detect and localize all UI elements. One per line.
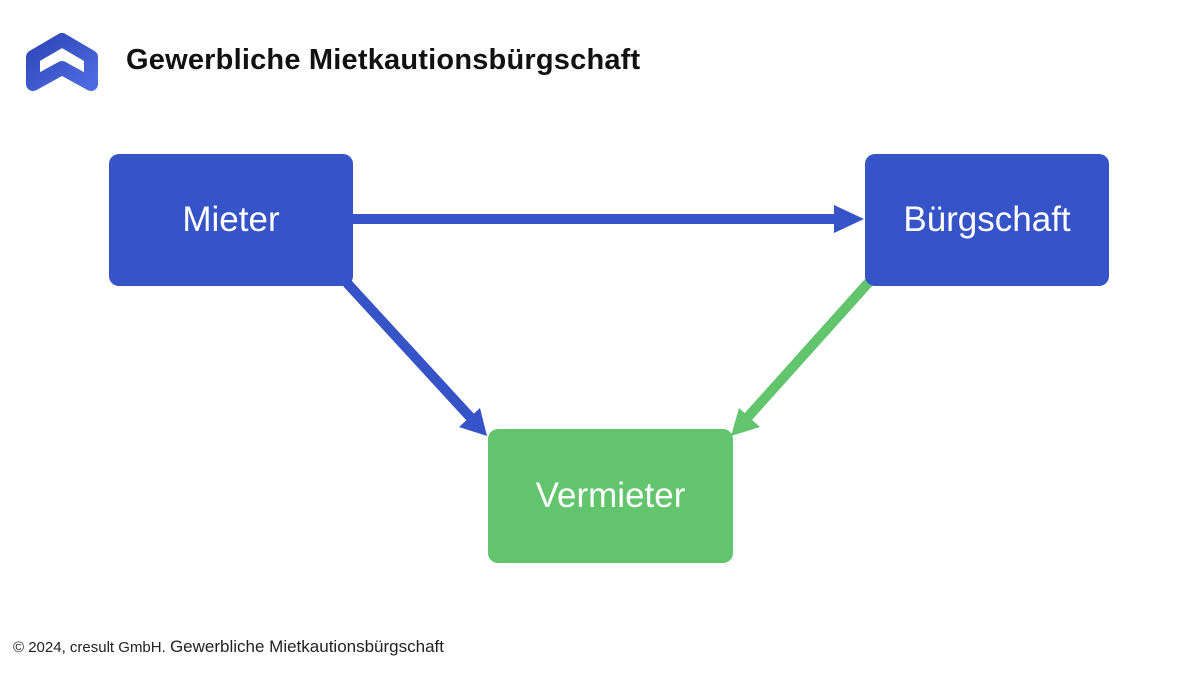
node-vermieter-label: Vermieter bbox=[535, 476, 686, 515]
footer-copyright: © 2024, cresult GmbH. bbox=[13, 639, 166, 656]
node-vermieter: Vermieter bbox=[488, 429, 733, 563]
page-title: Gewerbliche Mietkautionsbürgschaft bbox=[126, 44, 641, 76]
node-buergschaft-label: Bürgschaft bbox=[903, 200, 1071, 239]
header: Gewerbliche Mietkautionsbürgschaft bbox=[0, 0, 1200, 130]
node-mieter: Mieter bbox=[109, 154, 353, 286]
footer: © 2024, cresult GmbH. Gewerbliche Mietka… bbox=[13, 637, 444, 657]
node-buergschaft: Bürgschaft bbox=[865, 154, 1109, 286]
arrow-mieter-to-vermieter bbox=[343, 279, 475, 422]
arrowhead-buergschaft-to-vermieter bbox=[731, 408, 760, 436]
arrow-buergschaft-to-vermieter bbox=[743, 278, 873, 422]
footer-title: Gewerbliche Mietkautionsbürgschaft bbox=[169, 637, 444, 656]
arrowhead-mieter-to-buergschaft bbox=[834, 205, 864, 233]
arrowhead-mieter-to-vermieter bbox=[459, 408, 487, 436]
house-roof-logo-icon bbox=[26, 33, 98, 91]
node-mieter-label: Mieter bbox=[182, 200, 280, 239]
